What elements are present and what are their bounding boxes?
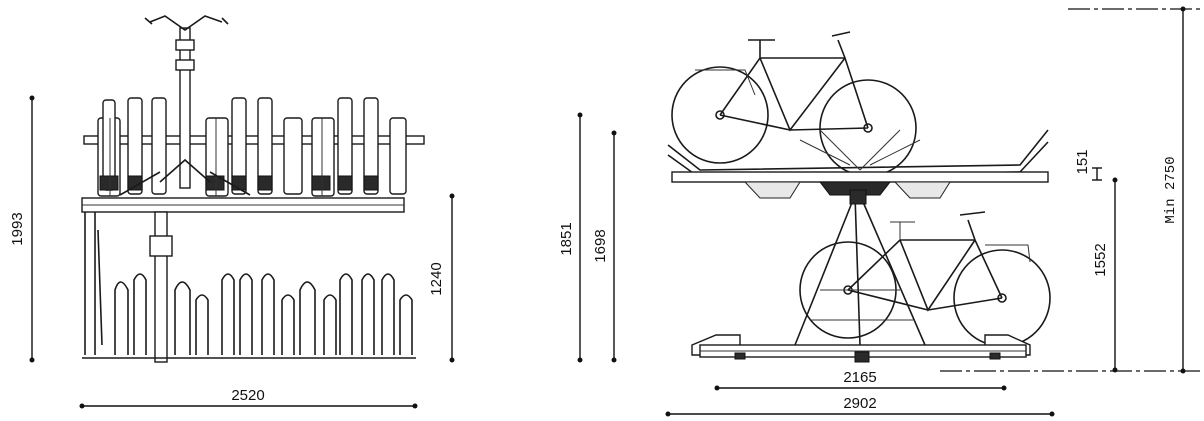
left-support (84, 212, 103, 355)
center-column (154, 211, 168, 363)
lower-bicycle (799, 211, 1051, 347)
dim-extended-length: 2902 (843, 395, 876, 412)
dim-height-upper: 1240 (428, 262, 445, 295)
base-rail (691, 334, 1031, 363)
front-view: 1993 1240 2520 (9, 15, 455, 409)
a-frame (794, 194, 926, 346)
dim-width: 2520 (231, 387, 264, 404)
upper-tray (667, 129, 1049, 171)
handlebar-mast (119, 15, 251, 196)
upper-bike-holders (97, 97, 407, 197)
dim-base-length: 2165 (843, 369, 876, 386)
side-view: 1851 1698 151 1552 Min 2750 2165 2902 (558, 6, 1204, 417)
dim-height-gap: 151 (1074, 149, 1091, 174)
dim-min-ceiling: Min 2750 (1163, 156, 1179, 223)
upper-bicycle (671, 31, 917, 177)
lower-bike-stands (114, 273, 413, 355)
dim-height-overall: 1851 (558, 222, 575, 255)
upper-crossbar (83, 135, 425, 145)
dim-height-upper-deck: 1698 (592, 229, 609, 262)
dim-height-lower: 1552 (1092, 243, 1109, 276)
dim-height-total: 1993 (9, 212, 26, 245)
upper-deck-rail (671, 171, 1049, 183)
